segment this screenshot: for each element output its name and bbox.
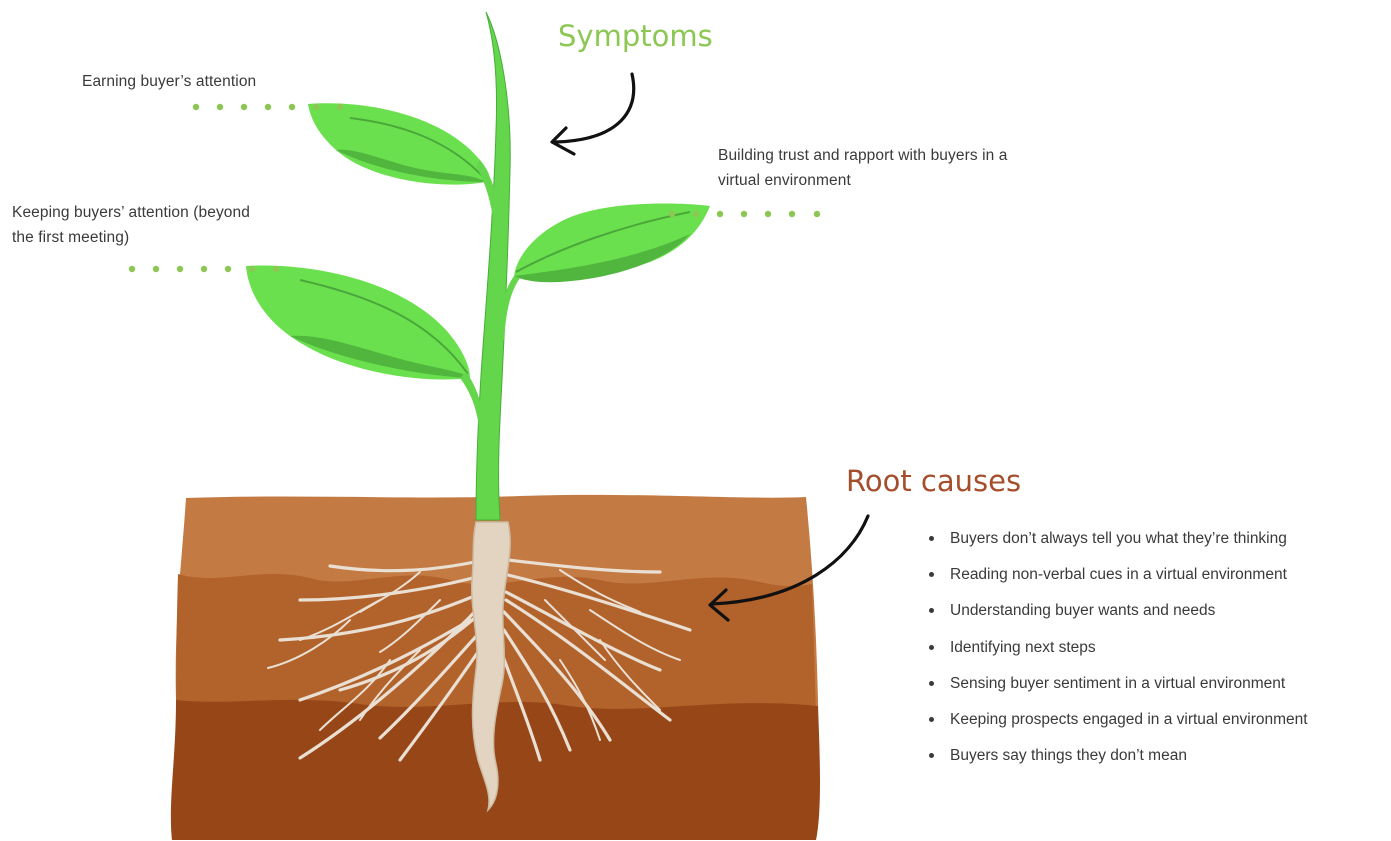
- symptom-label: Earning buyer’s attention: [82, 69, 256, 94]
- symptoms-heading: Symptoms: [558, 18, 713, 54]
- symptom-label: Keeping buyers’ attention (beyond the fi…: [12, 200, 262, 250]
- root-cause-item: Understanding buyer wants and needs: [926, 597, 1391, 633]
- leaf-lower-left: [246, 265, 470, 379]
- root-cause-item: Identifying next steps: [926, 634, 1391, 670]
- plant-illustration: [246, 103, 710, 436]
- leaf-top-left: [308, 103, 489, 184]
- stem: [476, 12, 510, 520]
- root-cause-item: Keeping prospects engaged in a virtual e…: [926, 706, 1391, 742]
- root-causes-heading: Root causes: [846, 463, 1021, 499]
- curved-arrow-icon: [552, 74, 634, 154]
- root-cause-item: Reading non-verbal cues in a virtual env…: [926, 561, 1391, 597]
- root-cause-item: Sensing buyer sentiment in a virtual env…: [926, 670, 1391, 706]
- root-causes-list: Buyers don’t always tell you what they’r…: [926, 525, 1391, 778]
- symptom-label: Building trust and rapport with buyers i…: [718, 143, 1008, 193]
- root-cause-item: Buyers don’t always tell you what they’r…: [926, 525, 1391, 561]
- root-cause-item: Buyers say things they don’t mean: [926, 742, 1391, 778]
